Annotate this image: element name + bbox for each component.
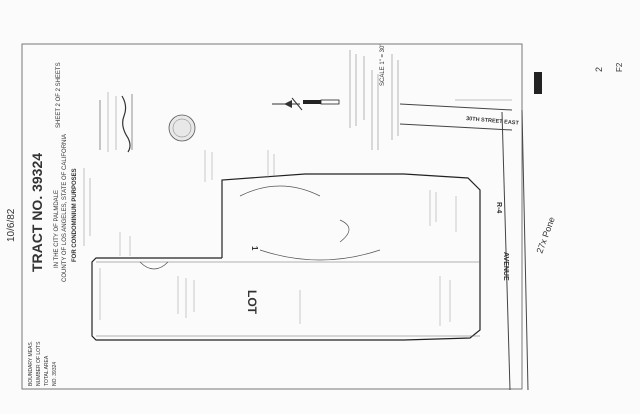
bottom-note-2: NUMBER OF LOTS (36, 341, 42, 386)
sheet-border (21, 43, 523, 390)
street-30th-east (399, 99, 513, 131)
avenue-code: R-4 (495, 202, 502, 213)
lot-label: LOT (245, 290, 259, 315)
bottom-note-3: TOTAL AREA (44, 355, 50, 386)
scale-bar (303, 99, 340, 105)
avenue-label: AVENUE (502, 252, 509, 281)
bottom-info-block: BOUNDARY MEAS. NUMBER OF LOTS TOTAL AREA… (28, 341, 58, 386)
curve-upper (239, 185, 321, 197)
tract-county: COUNTY OF LOS ANGELES, STATE OF CALIFORN… (62, 134, 68, 282)
avenue-r4 (501, 109, 529, 391)
certificate-block (99, 92, 133, 153)
lot-boundary (91, 173, 481, 341)
curve-middle (259, 249, 381, 261)
stamp-note: F2 (615, 62, 624, 72)
curve-left (139, 261, 169, 270)
note-block-upper-right (349, 50, 399, 150)
tract-city: IN THE CITY OF PALMDALE (54, 190, 60, 268)
handwritten-note-right: 27x Pone (534, 216, 556, 255)
bottom-note-1: BOUNDARY MEAS. (28, 341, 34, 386)
lot-number: 1 (250, 246, 259, 251)
north-arrow-icon (272, 97, 303, 111)
handwritten-date: 10/6/82 (6, 208, 17, 242)
dimension-notes (99, 150, 457, 326)
curve-right (339, 219, 350, 243)
top-right-note: 2 (594, 67, 604, 72)
street-label-30th: 30TH STREET EAST (466, 116, 520, 127)
barcode-mark (534, 72, 542, 94)
tract-purpose: FOR CONDOMINIUM PURPOSES (72, 168, 78, 262)
signature-mark (121, 95, 131, 153)
circular-seal-icon (168, 114, 196, 142)
title-subtext (83, 168, 91, 246)
scale-label: SCALE 1" = 30' (380, 45, 386, 86)
sheet-number: SHEET 2 OF 2 SHEETS (56, 62, 62, 128)
bottom-note-4: NO. 39324 (52, 362, 58, 386)
tract-title: TRACT NO. 39324 (29, 153, 45, 272)
